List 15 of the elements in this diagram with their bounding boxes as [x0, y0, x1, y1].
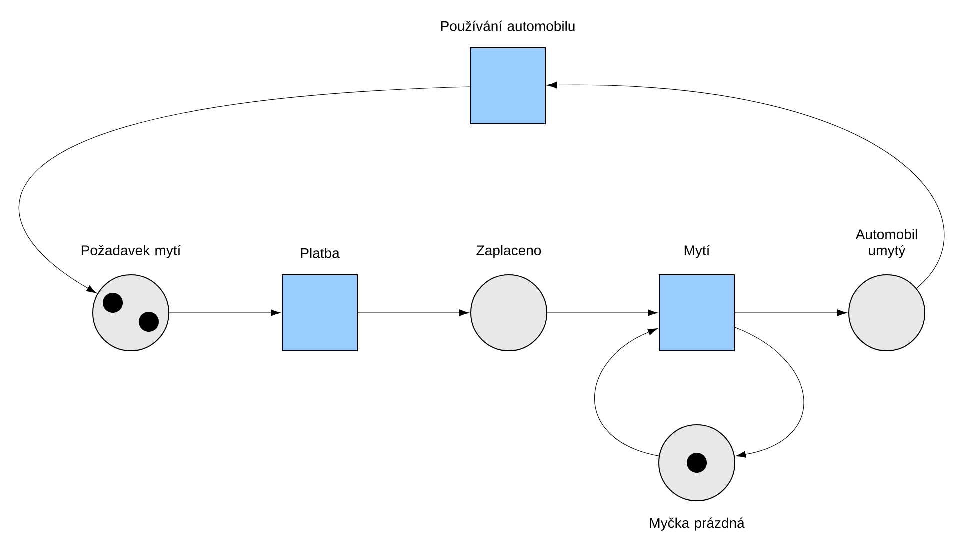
arrow — [358, 310, 470, 316]
node-label: Zaplaceno — [476, 245, 542, 258]
arrow — [169, 310, 281, 316]
node-label: Požadavek mytí — [82, 245, 182, 258]
node-label: Automobil umytý — [856, 229, 918, 258]
node-label: Platba — [301, 248, 340, 258]
arrow — [547, 310, 658, 316]
arrow — [594, 328, 660, 456]
arrow — [18, 86, 470, 294]
arrow — [734, 310, 848, 316]
node-label: Používání automobilu — [441, 20, 575, 32]
node-label: Myčka prázdná — [650, 518, 745, 531]
arrow — [734, 327, 804, 458]
node-label: Mytí — [684, 245, 710, 258]
arrow — [547, 82, 944, 289]
